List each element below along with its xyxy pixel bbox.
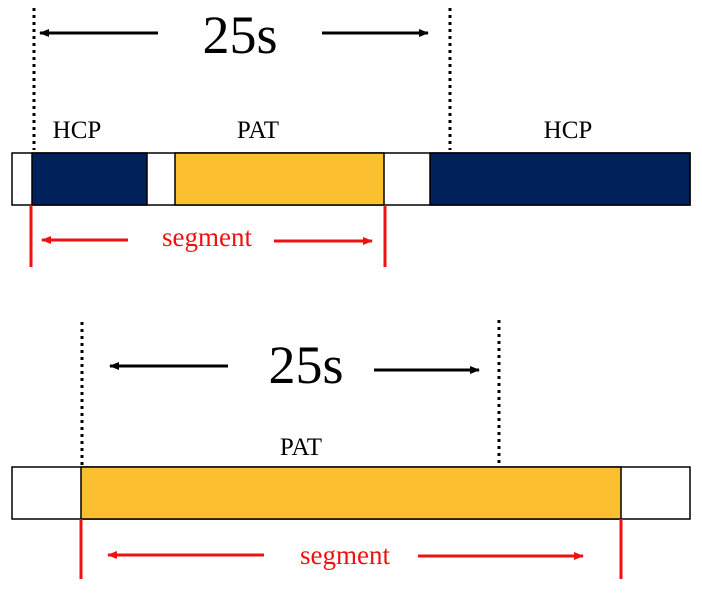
- top-duration-label: 25s: [202, 5, 277, 65]
- top-hcp-left-label: HCP: [53, 117, 102, 144]
- bottom-panel: 25s PAT segment: [11, 320, 691, 579]
- top-hcp-block-right: [429, 152, 691, 206]
- bottom-segment-label: segment: [300, 540, 390, 570]
- top-hcp-block-left: [31, 152, 148, 206]
- top-panel: 25s HCP PAT HCP segment: [11, 5, 691, 267]
- top-pat-label: PAT: [237, 117, 279, 144]
- top-segment-label: segment: [162, 222, 252, 252]
- bottom-duration-label: 25s: [268, 335, 343, 395]
- bottom-pat-label: PAT: [280, 434, 322, 461]
- bottom-pat-block: [80, 466, 622, 520]
- top-hcp-right-label: HCP: [544, 117, 593, 144]
- top-pat-block: [174, 152, 385, 206]
